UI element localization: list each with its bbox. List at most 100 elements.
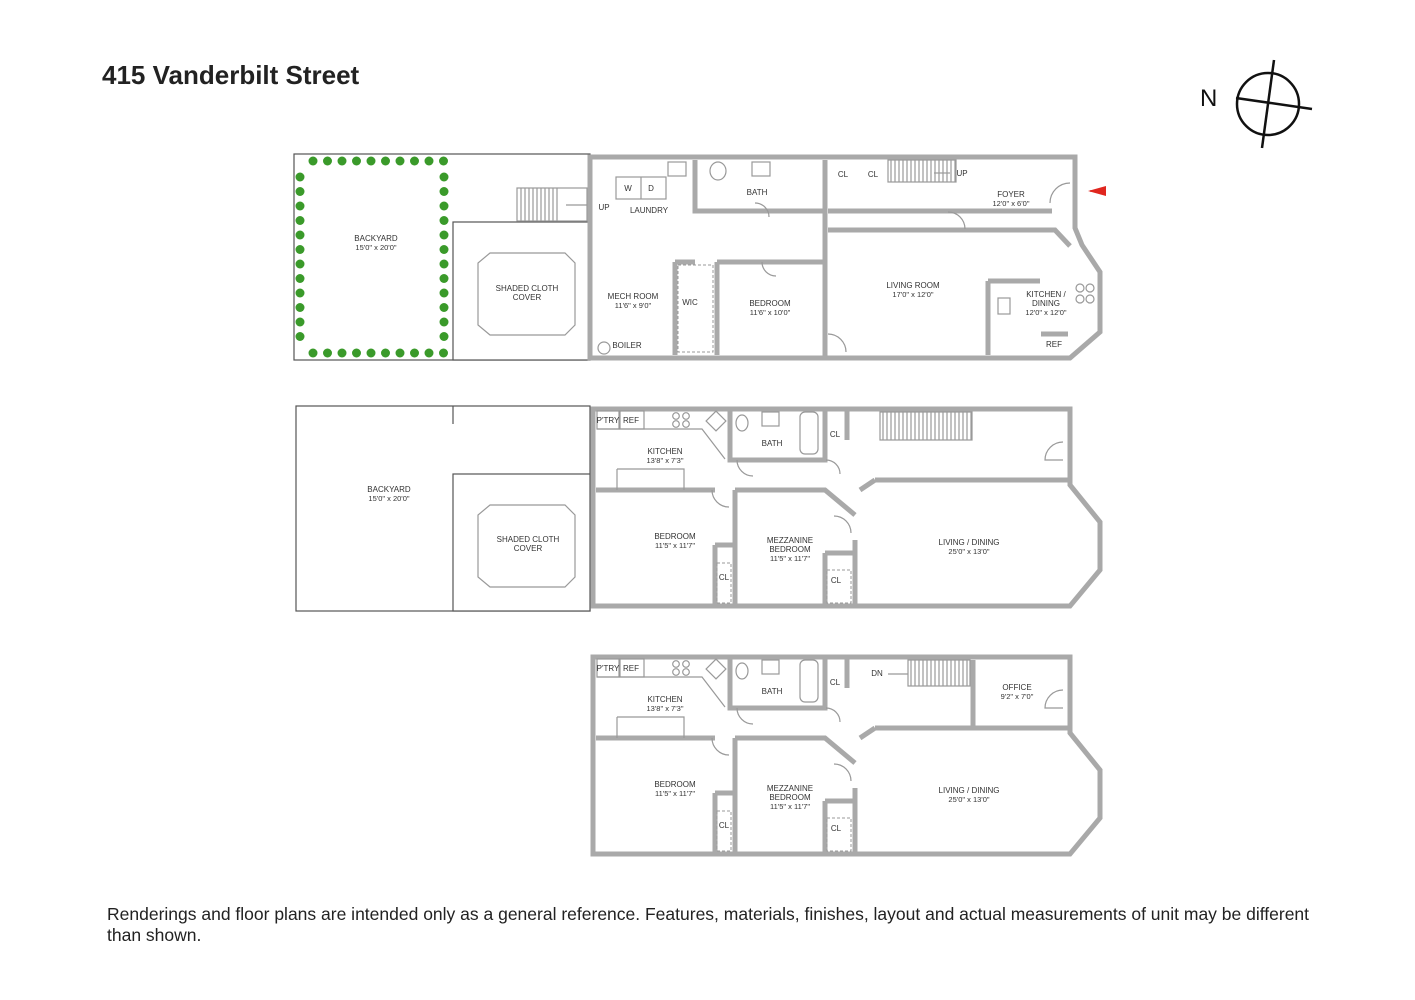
room-label: LIVING / DINING [939, 786, 1000, 795]
ref-label: REF [623, 416, 639, 425]
plant-icon [295, 172, 305, 182]
stove-burner [672, 420, 680, 428]
room-label: 11'5" x 11'7" [655, 541, 695, 550]
room-label: 11'5" x 11'7" [770, 554, 810, 563]
ref-label: REF [623, 664, 639, 673]
room-label: WIC [682, 298, 698, 307]
plant-icon [295, 332, 305, 341]
room-label: BEDROOM [769, 545, 811, 554]
plant-icon [439, 259, 449, 269]
room-label: BEDROOM [654, 532, 696, 541]
toilet-icon [735, 414, 749, 432]
stove-burner [672, 668, 680, 676]
floor-plan-parlor-level: BACKYARD 15'0" x 20'0" SHADED CLOTH COVE… [295, 405, 1103, 612]
sink-icon [761, 411, 780, 427]
room-label: 12'0" x 12'0" [1025, 308, 1066, 317]
room-label: KITCHEN / [1026, 290, 1066, 299]
room-label: KITCHEN [647, 695, 682, 704]
room-label: CL [838, 170, 849, 179]
room-label: 17'0" x 12'0" [892, 290, 933, 299]
toilet-icon [735, 662, 749, 680]
floor-plan-garden-level: BACKYARD 15'0" x 20'0" SHADED CLOTH COVE… [293, 153, 1106, 361]
room-label: COVER [514, 544, 543, 553]
interior-stairs [887, 159, 957, 183]
plant-icon [439, 216, 449, 225]
room-label: 13'8" x 7'3" [647, 704, 684, 713]
room-label: LAUNDRY [630, 206, 669, 215]
plant-icon [439, 274, 449, 283]
plant-icon [439, 288, 449, 298]
plant-icon [366, 348, 376, 358]
room-label: CL [719, 821, 730, 830]
plant-icon [295, 216, 305, 225]
room-label: BATH [747, 188, 768, 197]
plant-icon [439, 348, 448, 358]
room-label: 9'2" x 7'0" [1001, 692, 1034, 701]
plant-icon [366, 156, 376, 166]
plant-icon [295, 201, 305, 211]
room-label: 11'5" x 11'7" [770, 802, 810, 811]
stove-burner [682, 412, 690, 420]
sink-icon [761, 659, 780, 675]
disclaimer-text: Renderings and floor plans are intended … [107, 904, 1310, 945]
plant-icon [410, 156, 419, 166]
sink-icon [705, 658, 727, 680]
room-label: MECH ROOM [608, 292, 659, 301]
plant-icon [295, 187, 305, 196]
plant-icon [323, 156, 332, 166]
room-label: CL [868, 170, 879, 179]
shaded-cloth-cover [477, 252, 576, 336]
plant-icon [323, 348, 332, 358]
room-label: 11'5" x 11'7" [655, 789, 695, 798]
stove-burner [682, 660, 690, 668]
room-label: 25'0" x 13'0" [948, 547, 989, 556]
room-label: CL [830, 430, 841, 439]
room-label: D [648, 184, 654, 193]
plant-icon [352, 156, 361, 166]
room-label: 11'6" x 9'0" [615, 301, 652, 310]
room-label: 25'0" x 13'0" [948, 795, 989, 804]
sink-icon [705, 410, 727, 432]
pantry-label: P'TRY [597, 416, 620, 425]
room-label: MEZZANINE [767, 536, 813, 545]
plant-icon [295, 317, 305, 327]
up-outside-label: UP [598, 203, 609, 212]
room-label: BEDROOM [749, 299, 791, 308]
room-label: MEZZANINE [767, 784, 813, 793]
room-label: 11'6" x 10'0" [750, 308, 791, 317]
bathtub-icon [799, 659, 819, 703]
plant-icon [439, 303, 449, 312]
plant-icon [439, 172, 449, 182]
room-label: BACKYARD [367, 485, 411, 494]
room-label: SHADED CLOTH [497, 535, 560, 544]
plant-icon [337, 348, 347, 358]
plant-icon [295, 245, 305, 254]
room-label: SHADED CLOTH [496, 284, 559, 293]
plant-icon [410, 348, 419, 358]
room-label: UP [956, 169, 967, 178]
room-label: CL [831, 576, 842, 585]
room-label: BEDROOM [769, 793, 811, 802]
room-label: CL [719, 573, 730, 582]
room-label: LIVING ROOM [886, 281, 940, 290]
interior-stairs [879, 411, 973, 441]
stove-burner [672, 660, 680, 668]
plant-icon [295, 288, 305, 298]
north-compass-icon: N [1200, 59, 1313, 149]
plant-icon [439, 317, 449, 327]
compass-label: N [1200, 85, 1217, 112]
room-label: W [624, 184, 632, 193]
room-label: BEDROOM [654, 780, 696, 789]
stove-burner [672, 412, 680, 420]
plant-icon [439, 201, 449, 211]
plant-icon [352, 348, 361, 358]
room-label: COVER [513, 293, 542, 302]
plant-icon [395, 156, 405, 166]
room-label: 12'0" x 6'0" [993, 199, 1030, 208]
room-label: LIVING / DINING [939, 538, 1000, 547]
plant-icon [381, 348, 390, 358]
room-label: BACKYARD [354, 234, 398, 243]
plant-icon [439, 245, 449, 254]
